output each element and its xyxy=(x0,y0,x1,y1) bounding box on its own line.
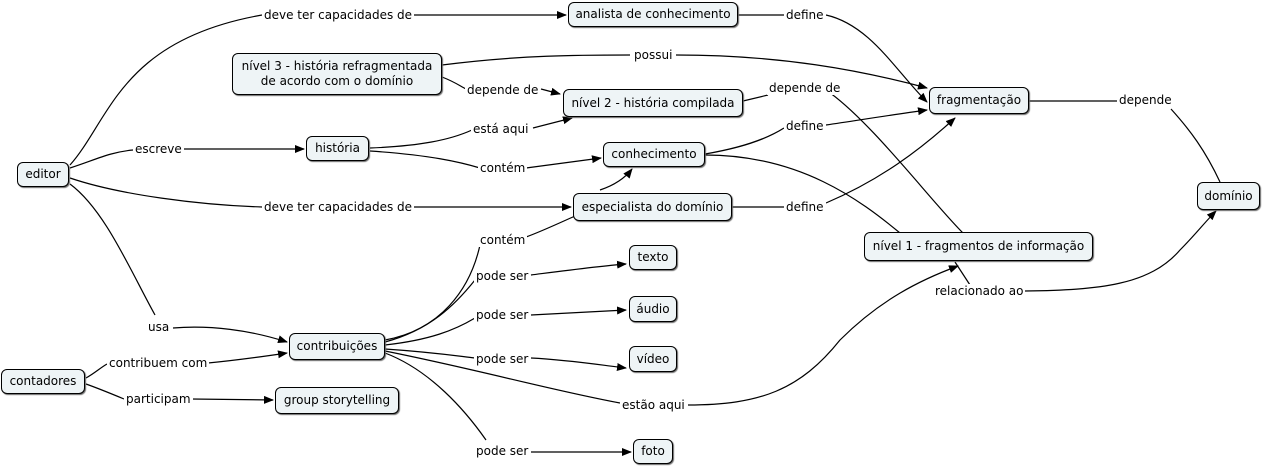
link-depende-de-2: depende de xyxy=(767,81,843,95)
link-escreve: escreve xyxy=(133,142,184,156)
edge-contribuicoes-contem xyxy=(384,244,481,341)
edge-contadores-participam xyxy=(85,383,125,400)
link-relacionado-ao: relacionado ao xyxy=(933,284,1026,298)
edge-contribuicoes-pode-ser-1 xyxy=(384,279,476,343)
edge-possui-fragmentacao xyxy=(675,54,928,90)
edge-especialista-contem xyxy=(525,215,576,238)
concept-historia[interactable]: história xyxy=(306,136,369,161)
edge-historia-contem xyxy=(369,150,481,169)
edge-contribuem-contribuicoes xyxy=(207,350,288,364)
edge-relacionado-dominio xyxy=(1024,210,1217,292)
concept-contadores[interactable]: contadores xyxy=(1,369,85,394)
link-pode-ser-4: pode ser xyxy=(474,444,531,458)
edge-nivel3-depende xyxy=(441,76,467,90)
concept-nivel3[interactable]: nível 3 - história refragmentada de acor… xyxy=(232,53,442,95)
link-deve-ter-capacidades-2: deve ter capacidades de xyxy=(262,200,415,214)
edge-contem-conhecimento xyxy=(525,155,602,169)
edge-participam-group xyxy=(190,395,274,404)
concept-texto[interactable]: texto xyxy=(629,245,677,270)
edge-editor-deve-ter-1 xyxy=(69,14,263,166)
link-possui: possui xyxy=(632,48,675,62)
edge-esta-aqui-nivel2 xyxy=(532,116,573,129)
link-esta-aqui: está aqui xyxy=(471,122,531,136)
edge-depende-nivel2 xyxy=(540,87,561,96)
edge-pode-ser-texto xyxy=(530,260,627,276)
edge-depende-nivel1 xyxy=(825,89,964,234)
edge-historia-esta-aqui xyxy=(369,129,473,149)
concept-foto[interactable]: foto xyxy=(633,439,673,464)
link-depende-de-1: depende de xyxy=(465,83,541,97)
link-pode-ser-1: pode ser xyxy=(474,269,531,283)
edge-nivel1-relacionado xyxy=(954,261,971,286)
edge-contribuicoes-pode-ser-4 xyxy=(384,352,487,441)
link-define-1: define xyxy=(784,8,826,22)
edge-contem-conhecimento-2 xyxy=(599,168,633,191)
link-contem-1: contém xyxy=(478,161,528,175)
link-pode-ser-3: pode ser xyxy=(474,352,531,366)
link-estao-aqui: estão aqui xyxy=(620,398,687,412)
concept-analista[interactable]: analista de conhecimento xyxy=(568,2,738,27)
edge-nivel3-possui xyxy=(441,54,631,66)
edge-contribuicoes-pode-ser-3 xyxy=(384,348,476,359)
concept-conhecimento[interactable]: conhecimento xyxy=(603,142,705,167)
edge-contadores-contribuem xyxy=(85,363,108,379)
link-contribuem-com: contribuem com xyxy=(107,356,210,370)
edge-define-fragmentacao-3 xyxy=(825,117,956,204)
edge-estao-aqui-nivel1 xyxy=(687,265,959,406)
edge-contribuicoes-estao-aqui xyxy=(384,350,621,404)
edge-editor-usa xyxy=(69,183,156,316)
link-define-2: define xyxy=(784,119,826,133)
concept-fragmentacao[interactable]: fragmentação xyxy=(929,87,1029,114)
edge-define-fragmentacao xyxy=(825,14,928,103)
concept-nivel1[interactable]: nível 1 - fragmentos de informação xyxy=(864,232,1093,261)
link-define-3: define xyxy=(784,200,826,214)
link-pode-ser-2: pode ser xyxy=(474,308,531,322)
link-participam: participam xyxy=(124,392,193,406)
edge-conhecimento-define xyxy=(704,127,785,155)
concept-especialista[interactable]: especialista do domínio xyxy=(573,193,732,221)
edge-conhecimento-nivel1 xyxy=(704,154,901,234)
edge-contribuicoes-pode-ser-2 xyxy=(384,317,476,346)
concept-audio[interactable]: áudio xyxy=(629,296,677,322)
edge-pode-ser-video xyxy=(530,357,627,371)
edge-editor-deve-ter-2 xyxy=(69,177,263,208)
concept-group-storytelling[interactable]: group storytelling xyxy=(275,387,399,414)
concept-dominio[interactable]: domínio xyxy=(1197,182,1260,210)
edge-nivel2-depende xyxy=(742,94,769,102)
edge-define-fragmentacao-2 xyxy=(825,107,928,126)
edge-usa-contribuicoes xyxy=(172,326,288,344)
link-deve-ter-capacidades-1: deve ter capacidades de xyxy=(262,8,415,22)
concept-video[interactable]: vídeo xyxy=(629,346,677,372)
link-usa: usa xyxy=(146,320,172,334)
concept-nivel2[interactable]: nível 2 - história compilada xyxy=(563,89,743,117)
edge-editor-escreve xyxy=(69,149,134,169)
edge-pode-ser-audio xyxy=(530,306,627,316)
link-contem-2: contém xyxy=(478,233,528,247)
link-depende: depende xyxy=(1117,93,1174,107)
edge-depende-dominio xyxy=(1170,108,1221,183)
concept-contribuicoes[interactable]: contribuições xyxy=(289,333,385,360)
concept-editor[interactable]: editor xyxy=(17,162,69,187)
